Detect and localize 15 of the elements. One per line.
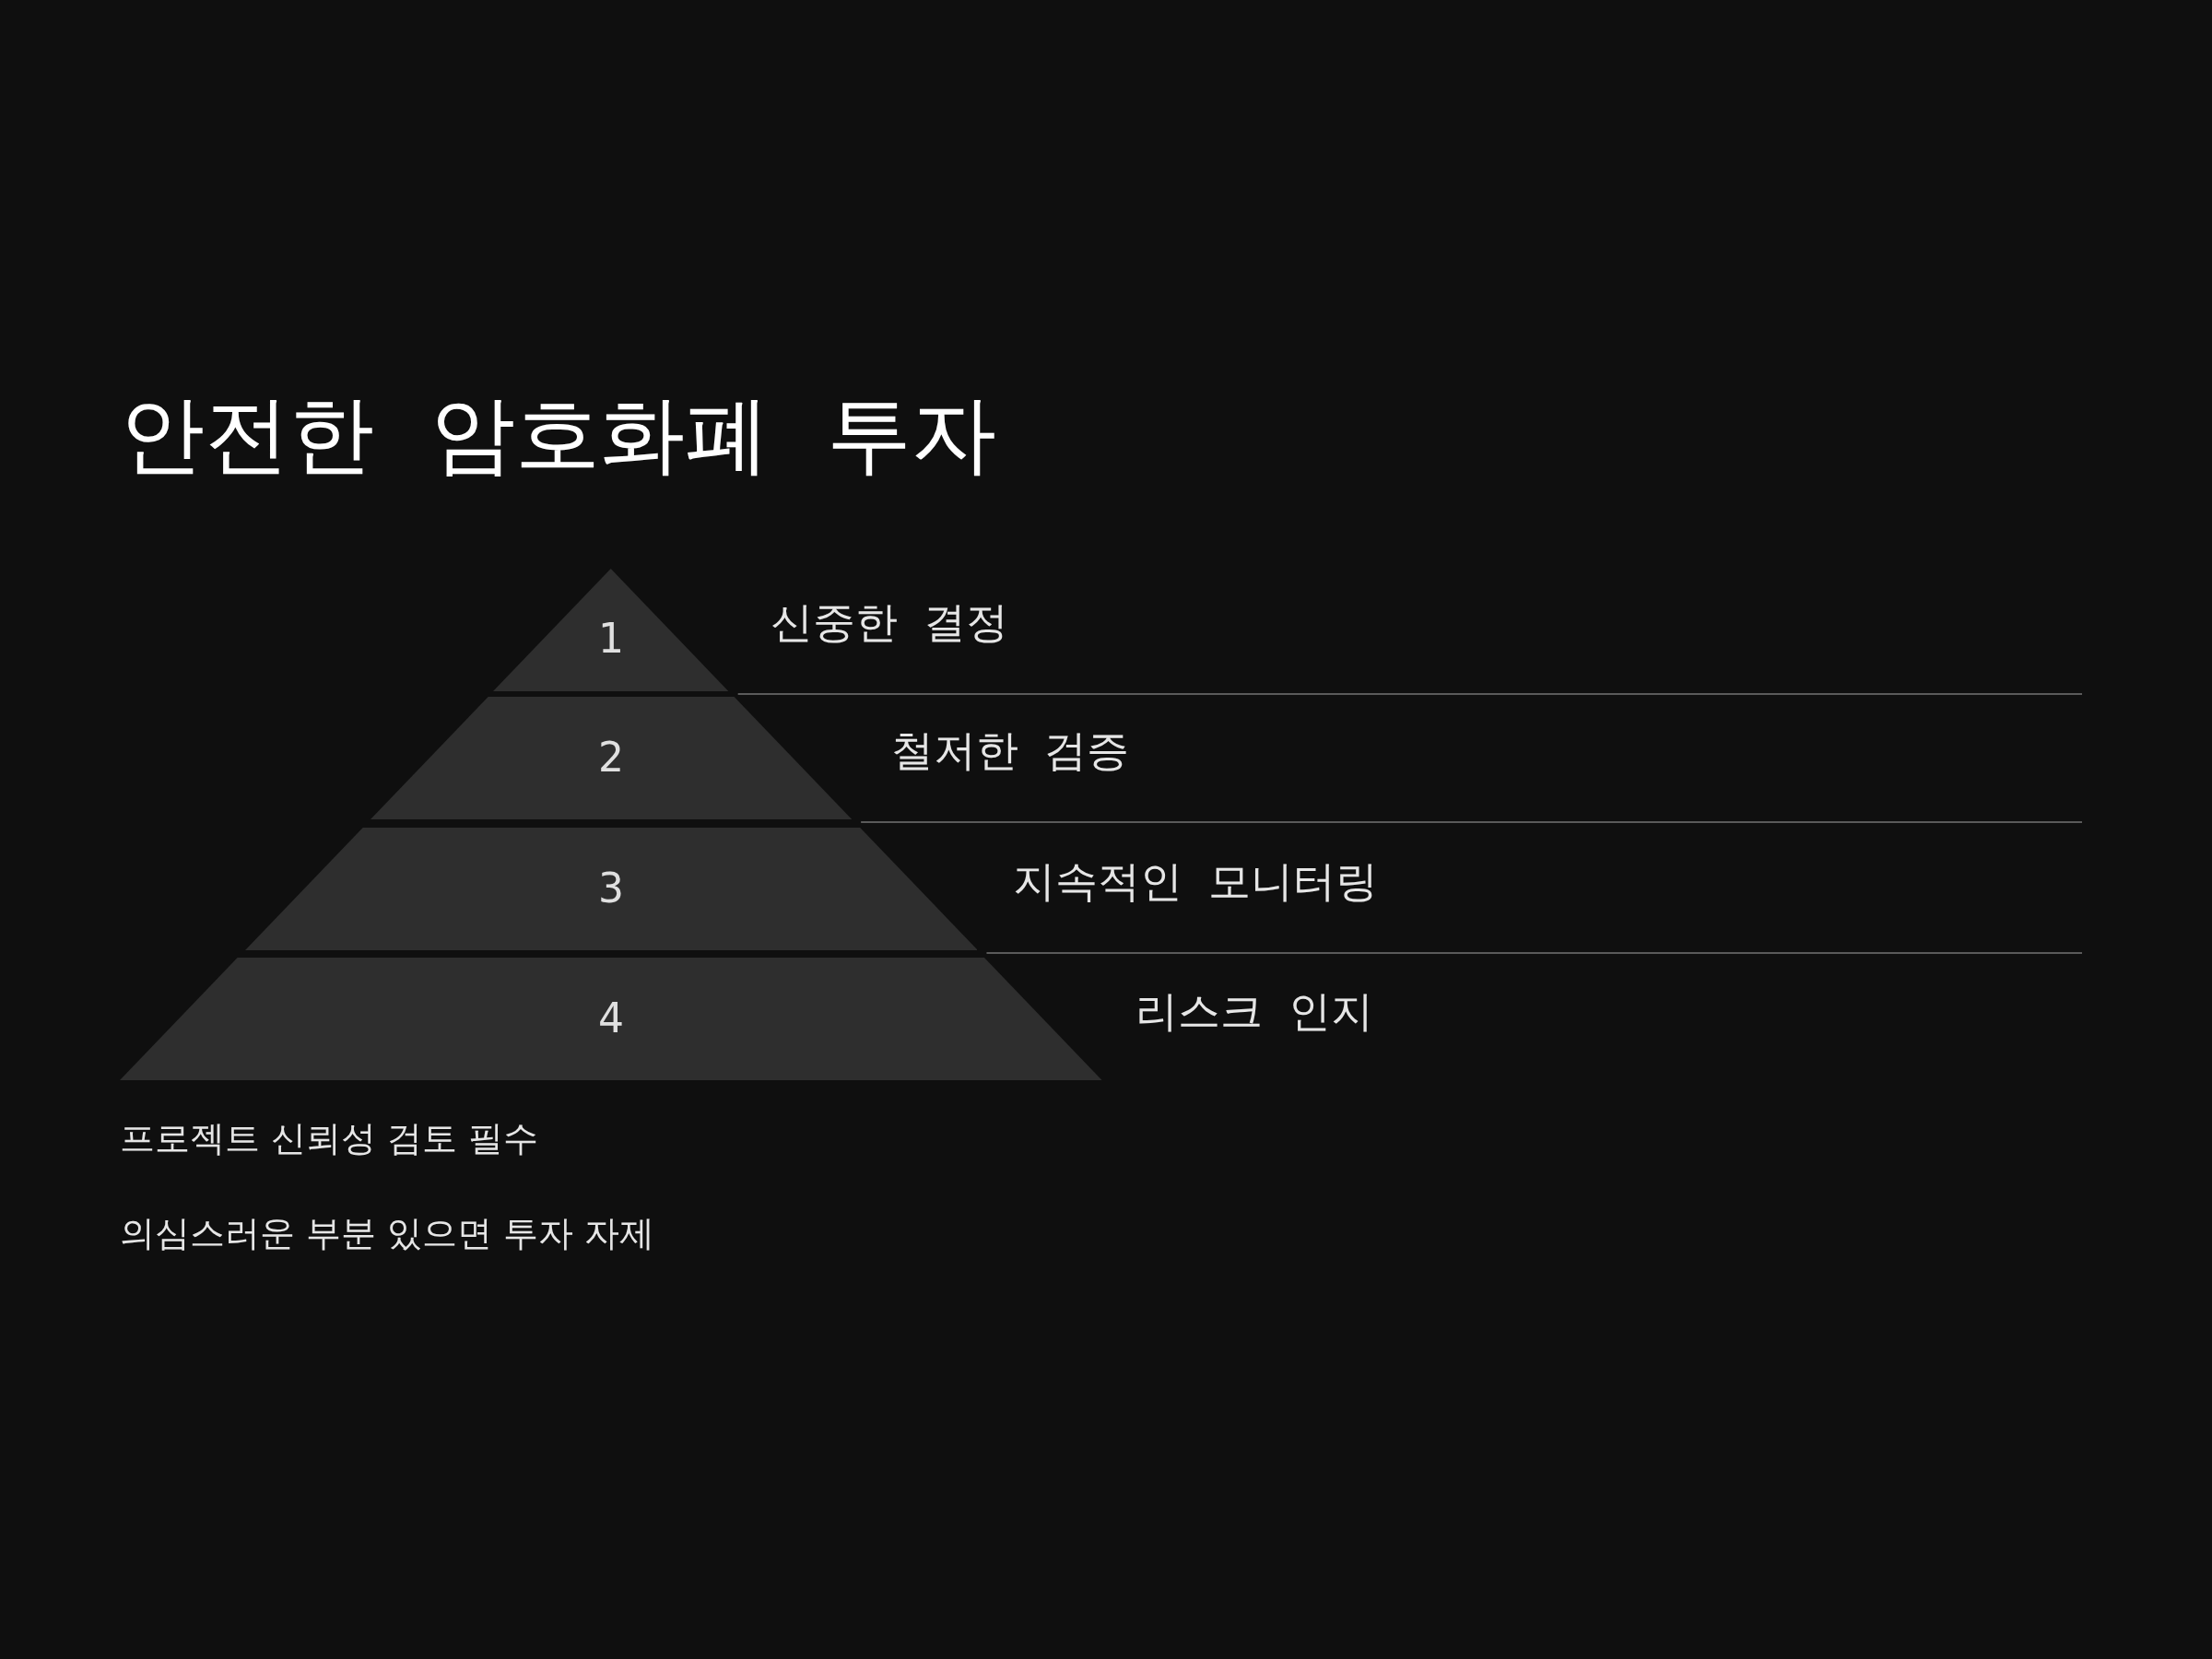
tier-number: 2 <box>598 734 624 781</box>
tier-label: 리스크 인지 <box>1135 985 1374 1038</box>
pyramid-tier <box>120 958 1102 1080</box>
tier-number: 4 <box>598 994 624 1041</box>
tier-number: 1 <box>598 615 624 662</box>
pyramid-tier <box>370 697 853 819</box>
note-text: 의심스러운 부분 있으면 투자 자제 <box>120 1212 655 1255</box>
title: 안전한 암호화폐 투자 <box>120 384 996 486</box>
tier-number: 3 <box>598 865 624 912</box>
pyramid-tier <box>493 569 729 691</box>
tier-label: 철저한 검증 <box>891 724 1130 777</box>
tier-label: 지속적인 모니터링 <box>1013 855 1379 908</box>
note-text: 프로젝트 신뢰성 검토 필수 <box>120 1117 539 1160</box>
tier-label: 신중한 결정 <box>771 596 1009 649</box>
pyramid-tier <box>244 828 978 950</box>
